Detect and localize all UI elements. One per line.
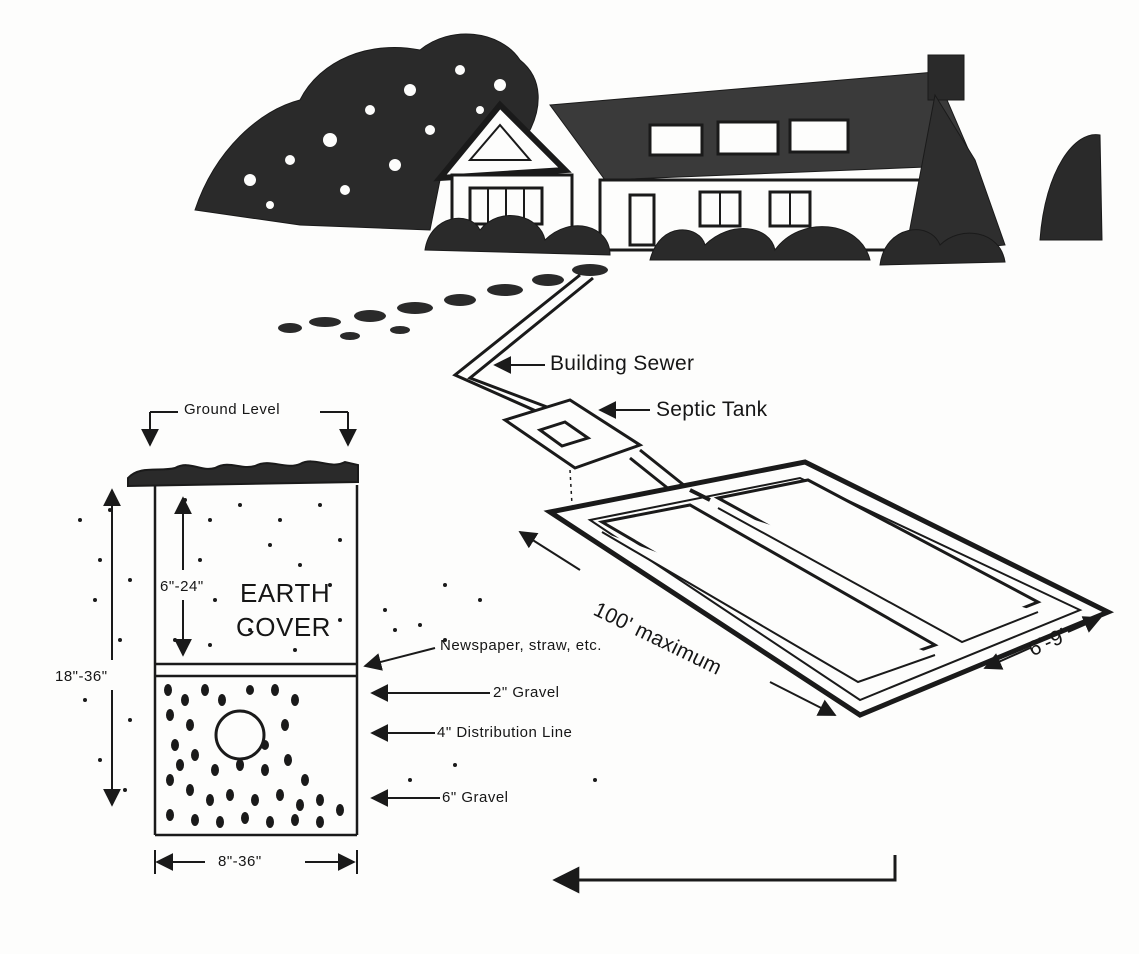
earth-cover-label-line2: COVER	[236, 612, 331, 642]
gravel-6in-label: 6" Gravel	[442, 789, 509, 806]
dimension-arrows	[103, 356, 1102, 894]
house-illustration	[194, 33, 1103, 340]
septic-tank-label: Septic Tank	[656, 398, 768, 421]
septic-tank-shape	[501, 398, 691, 506]
trench-cross-section	[127, 460, 359, 837]
gravel-2in-label: 2" Gravel	[493, 684, 560, 701]
distribution-line-label: 4" Distribution Line	[437, 724, 573, 741]
cover-depth-label: 6"-24"	[160, 578, 204, 595]
newspaper-label: Newspaper, straw, etc.	[440, 637, 602, 654]
earth-cover-label-line1: EARTH	[240, 578, 331, 608]
earth-cover-texture	[78, 498, 597, 792]
building-sewer-label: Building Sewer	[550, 352, 695, 375]
gravel-texture	[164, 684, 344, 828]
distribution-pipe	[214, 709, 266, 761]
trench-width-label: 8"-36"	[218, 853, 262, 870]
ground-level-label: Ground Level	[184, 401, 281, 418]
total-depth-label: 18"-36"	[55, 668, 108, 685]
drain-field	[543, 459, 1115, 718]
building-sewer-pipe	[452, 273, 594, 417]
